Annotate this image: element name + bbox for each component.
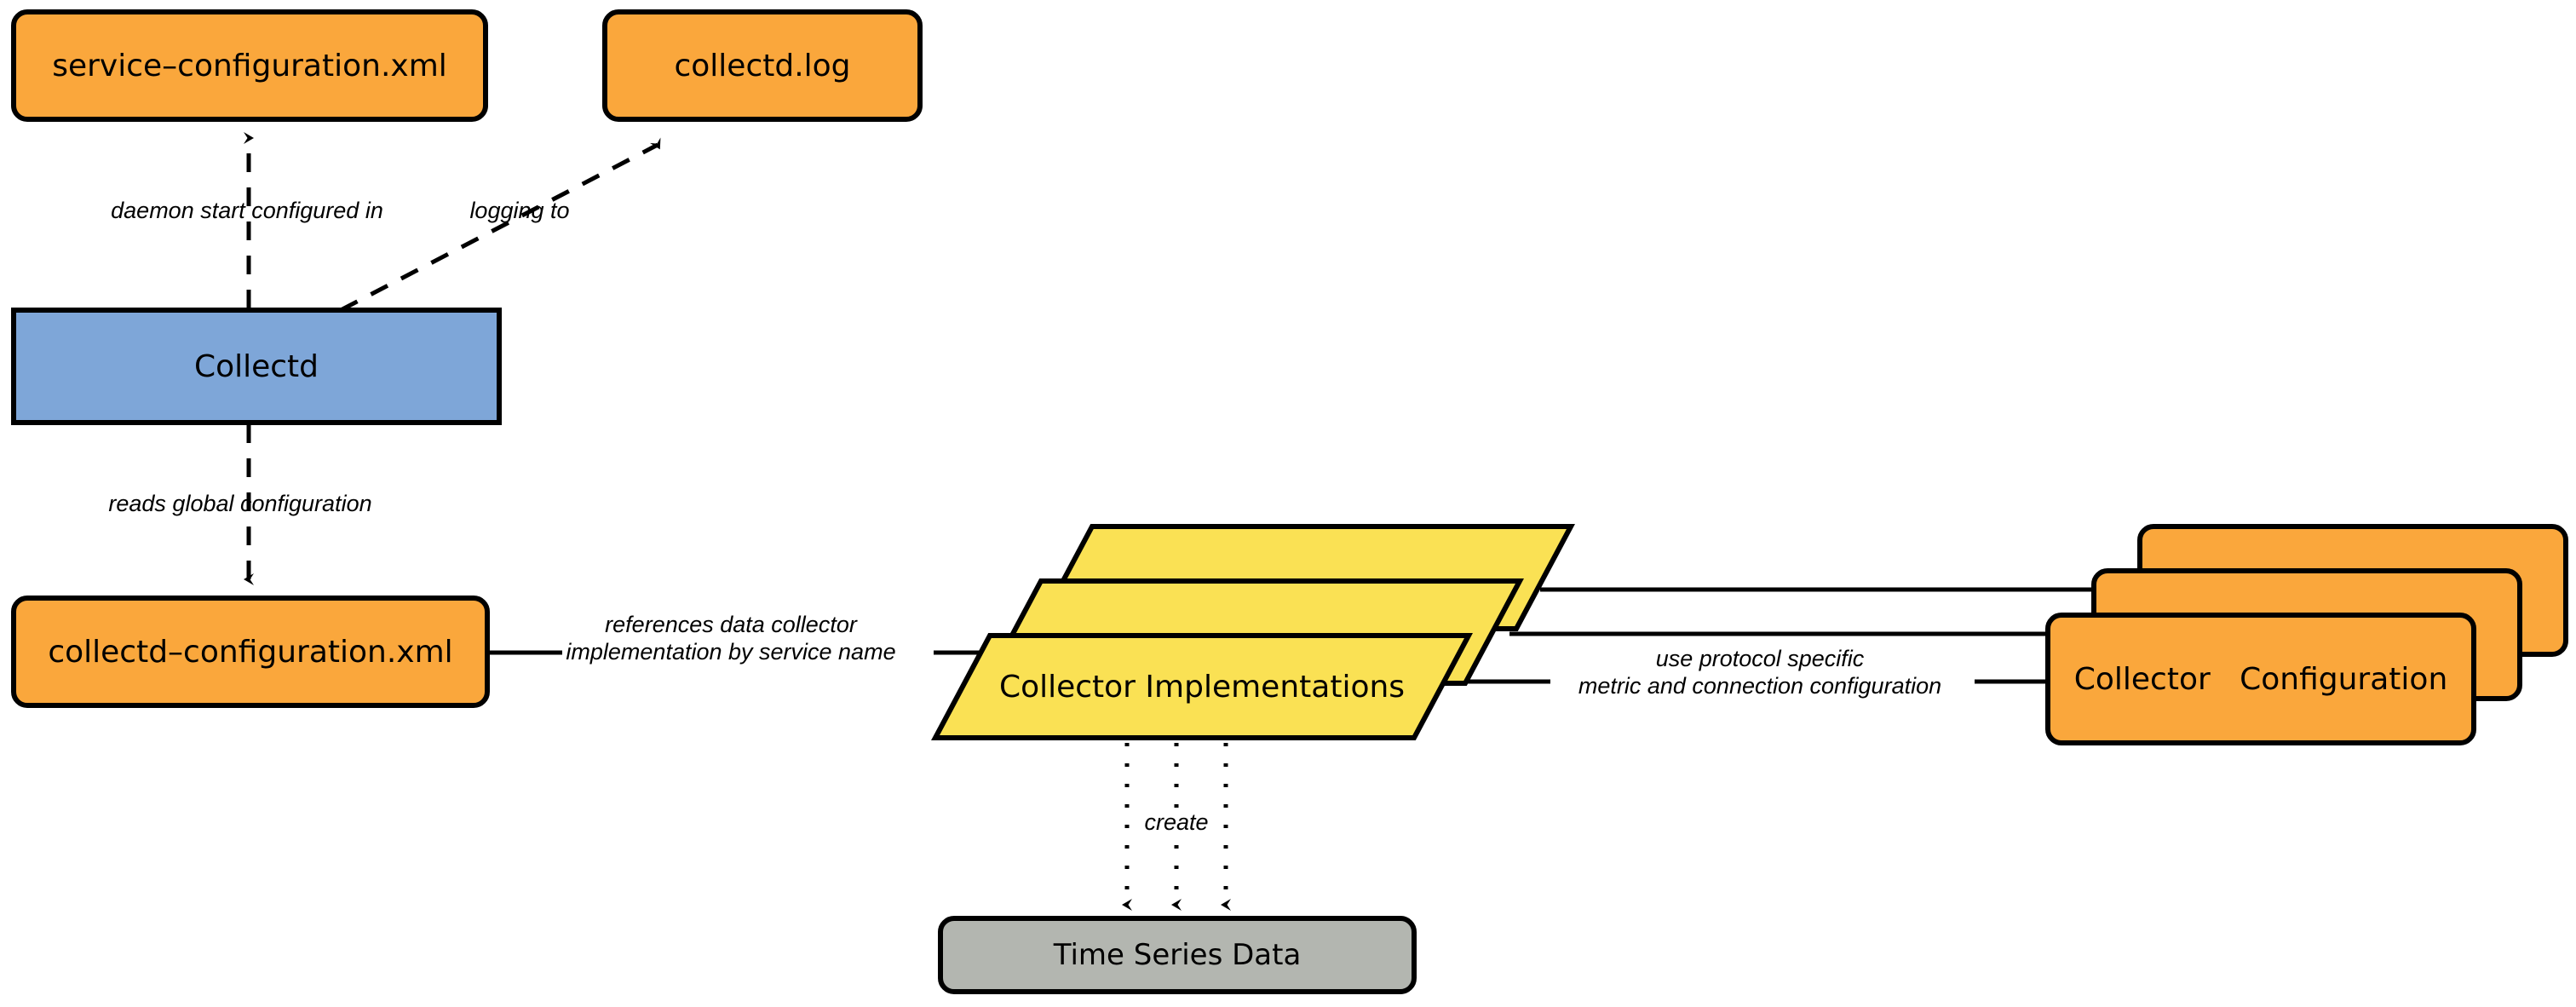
edge-label-use-protocol-specific: use protocol specific metric and connect… xyxy=(1578,646,1942,699)
edge-line xyxy=(339,137,661,313)
node-collectd-log[interactable] xyxy=(602,9,923,122)
edge-label-reads-global-configuration: reads global configuration xyxy=(108,491,372,516)
edge-label-daemon-start-configured-in: daemon start configured in xyxy=(111,198,383,223)
node-collector-configuration-front[interactable] xyxy=(2045,613,2476,745)
edge-label-create: create xyxy=(1130,809,1223,837)
node-service-configuration[interactable] xyxy=(11,9,488,122)
edge-use-protocol-specific xyxy=(1467,587,2107,684)
node-collector-implementations-front[interactable] xyxy=(931,633,1473,740)
edge-logging-to xyxy=(339,137,661,313)
edge-label-references-data-collector: references data collector implementation… xyxy=(566,612,896,665)
node-collectd-configuration[interactable] xyxy=(11,596,490,708)
node-collectd[interactable] xyxy=(11,308,502,425)
edge-label-logging-to: logging to xyxy=(469,198,570,223)
node-time-series-data[interactable] xyxy=(938,916,1417,994)
